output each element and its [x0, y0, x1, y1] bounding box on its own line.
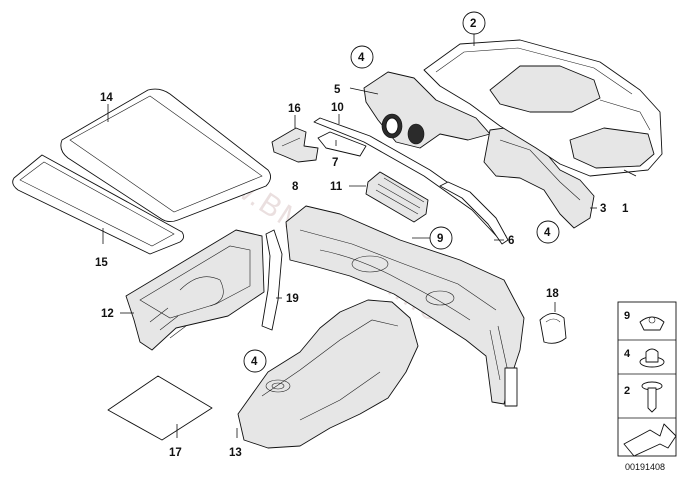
callout-7: 7: [332, 157, 338, 169]
part-15-trunk-floor-mat: [12, 154, 185, 255]
leader-lines: [102, 34, 637, 438]
callout-4a: 4: [350, 45, 374, 69]
part-19-trim-strip: [261, 229, 283, 331]
callout-17: 17: [169, 447, 182, 459]
callout-8: 8: [292, 181, 299, 193]
svg-text:2: 2: [470, 18, 476, 30]
part-5-bracket: [363, 71, 491, 149]
part-17-insulation-mat: [107, 375, 213, 441]
callout-13: 13: [229, 447, 242, 459]
clip-4-icon: [639, 348, 665, 368]
callout-12: 12: [101, 308, 114, 320]
legend-item-9: 9: [624, 310, 630, 322]
callout-11: 11: [330, 181, 343, 193]
callout-18: 18: [546, 288, 559, 300]
legend-item-2: 2: [624, 385, 630, 397]
arrow-icon: [623, 423, 677, 457]
callout-19: 19: [286, 293, 299, 305]
part-7-small-trim: [317, 131, 367, 157]
legend-item-4: 4: [624, 348, 631, 360]
callout-4b: 4: [536, 220, 560, 244]
callout-2: 2: [462, 11, 486, 35]
svg-text:9: 9: [437, 233, 443, 245]
callout-4c: 4: [243, 349, 267, 373]
callout-1: 1: [622, 203, 629, 215]
part-16-bracket: [271, 127, 319, 163]
callout-3: 3: [600, 203, 606, 215]
fastener-legend: 9 4 2: [617, 301, 677, 457]
svg-text:4: 4: [251, 356, 258, 368]
callout-16: 16: [288, 103, 301, 115]
part-11-vent-grille: [365, 171, 429, 223]
part-8-trunk-side-panel: [285, 205, 525, 407]
part-12-side-trim-panel: [125, 229, 265, 351]
callout-6: 6: [508, 235, 514, 247]
part-14-trunk-floor-panel: [60, 88, 271, 223]
clip-2-icon: [641, 381, 663, 413]
part-13-wheel-arch-housing: [237, 299, 419, 449]
callout-10: 10: [331, 102, 344, 114]
svg-text:4: 4: [544, 227, 551, 239]
svg-text:4: 4: [358, 52, 365, 64]
callout-15: 15: [95, 257, 108, 269]
document-number: 00191408: [625, 462, 665, 472]
part-1-parcel-shelf: [423, 39, 663, 177]
callout-9: 9: [429, 226, 453, 250]
callout-14: 14: [100, 92, 113, 104]
part-18-cap: [539, 313, 567, 344]
callout-5: 5: [334, 84, 341, 96]
part-6-trim-strip-lower: [439, 181, 509, 245]
clip-9-icon: [639, 316, 665, 331]
